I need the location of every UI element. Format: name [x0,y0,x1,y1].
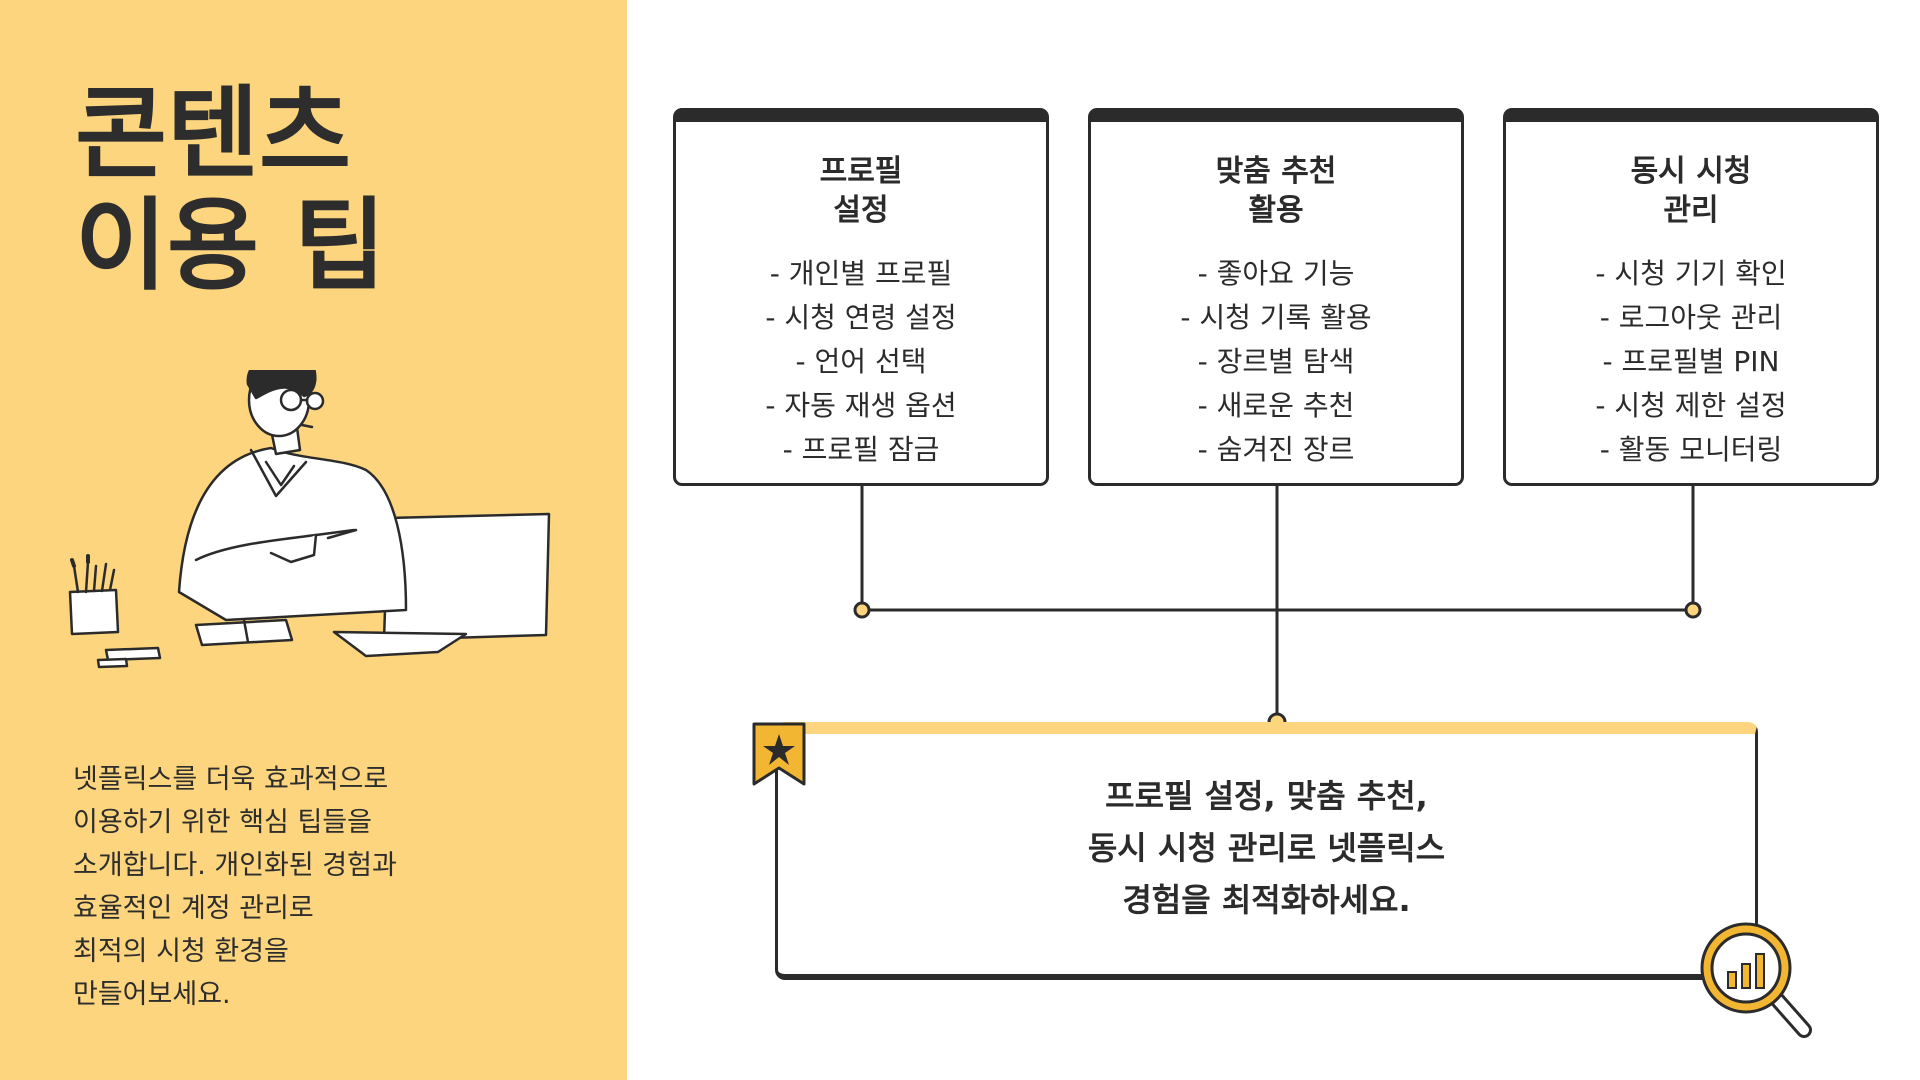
title-line-1: 콘텐츠 [75,75,351,192]
list-item: - 시청 기기 확인 [1595,257,1787,290]
list-item: - 프로필 잠금 [782,433,940,466]
card-list: - 개인별 프로필 - 시청 연령 설정 - 언어 선택 - 자동 재생 옵션 … [676,252,1046,472]
card-title: 동시 시청 관리 [1506,152,1876,230]
list-item: - 좋아요 기능 [1197,257,1355,290]
summary-line: 동시 시청 관리로 넷플릭스 [1087,829,1446,867]
intro-line: 소개합니다. 개인화된 경험과 [73,850,397,881]
card-title-line: 관리 [1663,193,1719,228]
card-title-line: 동시 시청 [1630,154,1752,189]
intro-line: 이용하기 위한 핵심 팁들을 [73,807,372,838]
list-item: - 로그아웃 관리 [1599,301,1783,334]
intro-line: 효율적인 계정 관리로 [73,893,314,924]
intro-paragraph: 넷플릭스를 더욱 효과적으로 이용하기 위한 핵심 팁들을 소개합니다. 개인화… [73,758,493,1016]
intro-line: 넷플릭스를 더욱 효과적으로 [73,764,389,795]
card-list: - 시청 기기 확인 - 로그아웃 관리 - 프로필별 PIN - 시청 제한 … [1506,252,1876,472]
card-title: 맞춤 추천 활용 [1091,152,1461,230]
page-title: 콘텐츠 이용 팁 [75,78,386,302]
intro-line: 만들어보세요. [73,979,231,1010]
list-item: - 자동 재생 옵션 [765,389,957,422]
connector-node [853,601,871,619]
intro-line: 최적의 시청 환경을 [73,936,289,967]
card-title: 프로필 설정 [676,152,1046,230]
connector-node [1684,601,1702,619]
man-at-laptop-illustration [68,370,551,669]
list-item: - 활동 모니터링 [1599,433,1783,466]
magnifier-chart-icon [1700,922,1812,1038]
list-item: - 장르별 탐색 [1197,345,1355,378]
list-item: - 새로운 추천 [1197,389,1355,422]
list-item: - 언어 선택 [795,345,927,378]
card-title-line: 프로필 [819,154,903,189]
list-item: - 시청 기록 활용 [1180,301,1372,334]
title-line-2: 이용 팁 [75,187,386,304]
card-simultaneous-viewing: 동시 시청 관리 - 시청 기기 확인 - 로그아웃 관리 - 프로필별 PIN… [1503,108,1879,486]
summary-box: 프로필 설정, 맞춤 추천, 동시 시청 관리로 넷플릭스 경험을 최적화하세요… [775,722,1758,980]
list-item: - 시청 연령 설정 [765,301,957,334]
summary-line: 프로필 설정, 맞춤 추천, [1105,777,1428,815]
list-item: - 프로필별 PIN [1602,345,1780,378]
card-recommendations: 맞춤 추천 활용 - 좋아요 기능 - 시청 기록 활용 - 장르별 탐색 - … [1088,108,1464,486]
list-item: - 시청 제한 설정 [1595,389,1787,422]
summary-line: 경험을 최적화하세요. [1122,881,1411,919]
card-list: - 좋아요 기능 - 시청 기록 활용 - 장르별 탐색 - 새로운 추천 - … [1091,252,1461,472]
list-item: - 개인별 프로필 [769,257,953,290]
summary-text: 프로필 설정, 맞춤 추천, 동시 시청 관리로 넷플릭스 경험을 최적화하세요… [1088,770,1445,926]
star-bookmark-icon [752,722,806,786]
card-title-line: 설정 [833,193,889,228]
card-title-line: 활용 [1248,193,1304,228]
list-item: - 숨겨진 장르 [1197,433,1355,466]
card-title-line: 맞춤 추천 [1215,154,1337,189]
card-profile-settings: 프로필 설정 - 개인별 프로필 - 시청 연령 설정 - 언어 선택 - 자동… [673,108,1049,486]
left-panel: 콘텐츠 이용 팁 [0,0,627,1080]
